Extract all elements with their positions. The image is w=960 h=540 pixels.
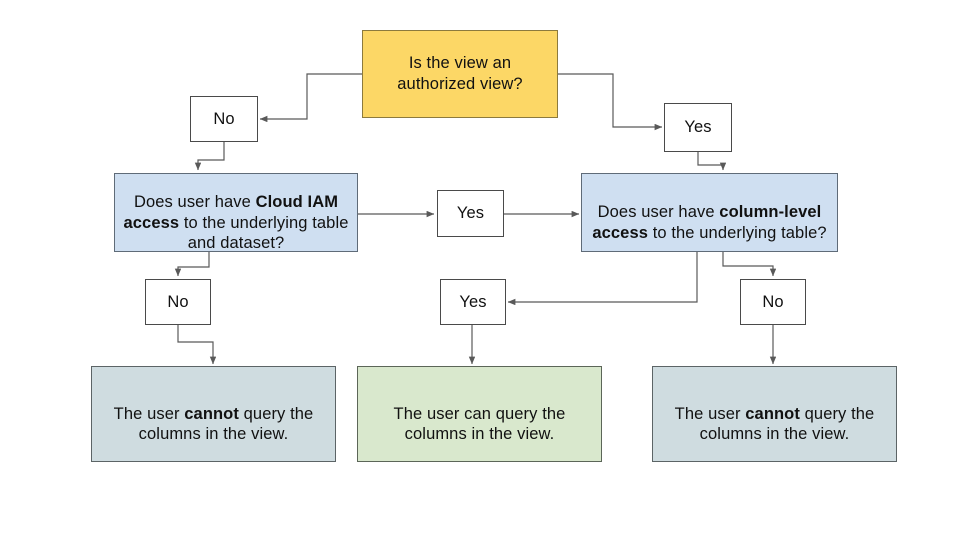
label-no-no-column-access[interactable]: No xyxy=(740,279,806,325)
cloud-iam-strong: Cloud IAM access xyxy=(123,192,339,232)
label-no-no-cloud-iam[interactable]: No xyxy=(145,279,211,325)
label-yes-authorized-text: Yes xyxy=(684,118,712,137)
deny-left-strong: cannot xyxy=(184,404,239,423)
edge-yes-to-column-level xyxy=(697,152,727,171)
edge-no-left-to-deny-left xyxy=(177,325,217,365)
decision-is-authorized-view-label: Is the view an authorized view? xyxy=(397,54,523,93)
decision-is-authorized-view[interactable]: Is the view an authorized view? xyxy=(362,30,558,118)
deny-right-strong: cannot xyxy=(745,404,800,423)
deny-left-pre: The user xyxy=(113,404,185,423)
decision-cloud-iam-access-label: Does user have Cloud IAM access to the u… xyxy=(115,171,357,255)
label-no-no-cloud-iam-text: No xyxy=(167,292,189,311)
cloud-iam-post: to the underlying table and dataset? xyxy=(179,213,349,253)
column-level-strong: column-level access xyxy=(592,203,822,242)
decision-column-level-access[interactable]: Does user have column-level access to th… xyxy=(581,173,838,252)
edge-column-to-no-right xyxy=(722,252,777,277)
column-level-post: to the underlying table? xyxy=(648,223,827,242)
deny-right-pre: The user xyxy=(674,404,746,423)
outcome-can-query[interactable]: The user can query the columns in the vi… xyxy=(357,366,602,462)
edge-no-to-cloud-iam xyxy=(194,142,225,171)
outcome-cannot-query-right[interactable]: The user cannot query the columns in the… xyxy=(652,366,897,462)
edge-authorized-to-yes xyxy=(558,73,663,131)
deny-right-post: query the columns in the view. xyxy=(699,404,875,444)
label-yes-has-cloud-iam-text: Yes xyxy=(456,204,485,223)
label-no-not-authorized-text: No xyxy=(213,109,235,128)
label-yes-authorized[interactable]: Yes xyxy=(664,103,732,152)
deny-left-post: query the columns in the view. xyxy=(138,404,314,444)
label-no-not-authorized[interactable]: No xyxy=(190,96,258,142)
outcome-cannot-query-left[interactable]: The user cannot query the columns in the… xyxy=(91,366,336,462)
outcome-cannot-query-right-label: The user cannot query the columns in the… xyxy=(653,383,896,446)
decision-column-level-access-label: Does user have column-level access to th… xyxy=(582,181,837,244)
edge-column-to-yes-bottom xyxy=(507,252,698,306)
edge-authorized-to-no xyxy=(259,73,362,123)
column-level-pre: Does user have xyxy=(597,203,720,222)
allow-pre: The user can query the columns in the vi… xyxy=(393,404,566,444)
outcome-cannot-query-left-label: The user cannot query the columns in the… xyxy=(92,383,335,446)
label-yes-has-column-access[interactable]: Yes xyxy=(440,279,506,325)
label-yes-has-column-access-text: Yes xyxy=(459,292,487,311)
label-no-no-column-access-text: No xyxy=(762,292,784,311)
decision-cloud-iam-access[interactable]: Does user have Cloud IAM access to the u… xyxy=(114,173,358,252)
cloud-iam-pre: Does user have xyxy=(133,192,256,211)
edge-cloud-iam-to-no-left xyxy=(174,252,210,277)
outcome-can-query-label: The user can query the columns in the vi… xyxy=(358,383,601,446)
label-yes-has-cloud-iam[interactable]: Yes xyxy=(437,190,504,237)
